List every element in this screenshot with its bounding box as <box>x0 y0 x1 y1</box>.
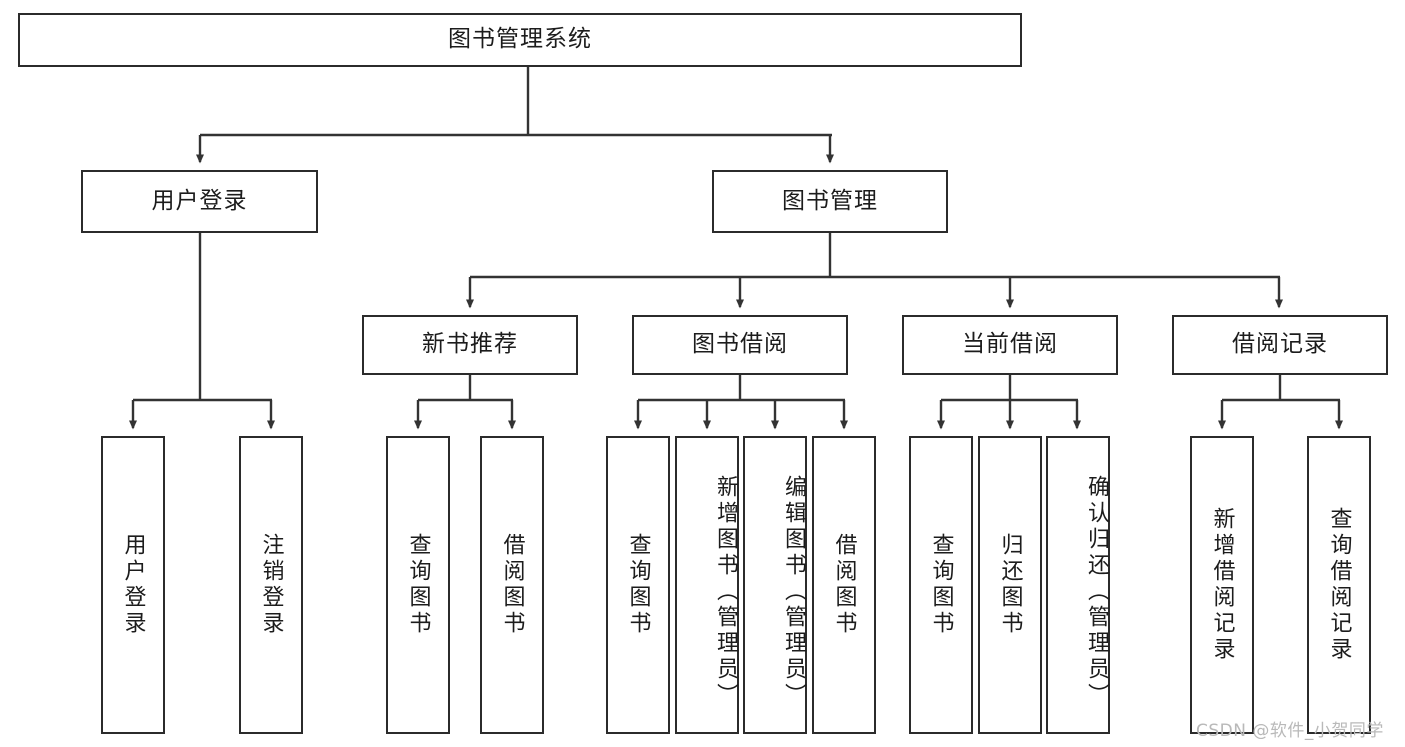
node-leaf-add-borrow-record[interactable]: 新增借阅记录 <box>1190 436 1254 734</box>
node-label: 归还图书 <box>997 533 1023 637</box>
node-label: 借阅图书 <box>499 533 525 637</box>
node-label: 查询图书 <box>928 533 954 637</box>
node-leaf-logout[interactable]: 注销登录 <box>239 436 303 734</box>
node-leaf-borrow-book-recommend[interactable]: 借阅图书 <box>480 436 544 734</box>
node-label: 图书管理系统 <box>448 26 592 53</box>
node-leaf-return-book[interactable]: 归还图书 <box>978 436 1042 734</box>
node-new-book-recommend[interactable]: 新书推荐 <box>362 315 578 375</box>
node-label: 编辑图书（管理员） <box>781 475 806 709</box>
node-label: 查询图书 <box>405 533 431 637</box>
node-label: 借阅记录 <box>1232 331 1328 358</box>
node-label: 新增图书（管理员） <box>713 475 738 709</box>
node-label: 图书借阅 <box>692 331 788 358</box>
node-label: 图书管理 <box>782 187 878 214</box>
node-leaf-confirm-return-admin[interactable]: 确认归还（管理员） <box>1046 436 1110 734</box>
node-label: 查询借阅记录 <box>1326 507 1352 663</box>
node-label: 新书推荐 <box>422 331 518 358</box>
node-borrow-record[interactable]: 借阅记录 <box>1172 315 1388 375</box>
node-label: 查询图书 <box>625 533 651 637</box>
node-leaf-query-borrow-record[interactable]: 查询借阅记录 <box>1307 436 1371 734</box>
node-user-login[interactable]: 用户登录 <box>81 170 318 233</box>
node-leaf-query-book-recommend[interactable]: 查询图书 <box>386 436 450 734</box>
node-leaf-add-book-admin[interactable]: 新增图书（管理员） <box>675 436 739 734</box>
node-leaf-edit-book-admin[interactable]: 编辑图书（管理员） <box>743 436 807 734</box>
node-label: 用户登录 <box>151 187 248 214</box>
node-leaf-query-book-borrow[interactable]: 查询图书 <box>606 436 670 734</box>
node-label: 当前借阅 <box>962 331 1058 358</box>
node-book-borrow[interactable]: 图书借阅 <box>632 315 848 375</box>
node-label: 借阅图书 <box>831 533 857 637</box>
node-label: 确认归还（管理员） <box>1084 475 1109 709</box>
node-label: 新增借阅记录 <box>1209 507 1235 663</box>
node-root-book-management-system[interactable]: 图书管理系统 <box>18 13 1022 67</box>
node-leaf-query-book-current[interactable]: 查询图书 <box>909 436 973 734</box>
csdn-watermark: CSDN @软件_小贺同学 <box>1196 721 1384 741</box>
node-label: 用户登录 <box>120 533 146 637</box>
node-leaf-user-login[interactable]: 用户登录 <box>101 436 165 734</box>
node-current-borrow[interactable]: 当前借阅 <box>902 315 1118 375</box>
node-leaf-borrow-book[interactable]: 借阅图书 <box>812 436 876 734</box>
node-book-management[interactable]: 图书管理 <box>712 170 948 233</box>
node-label: 注销登录 <box>258 533 284 637</box>
